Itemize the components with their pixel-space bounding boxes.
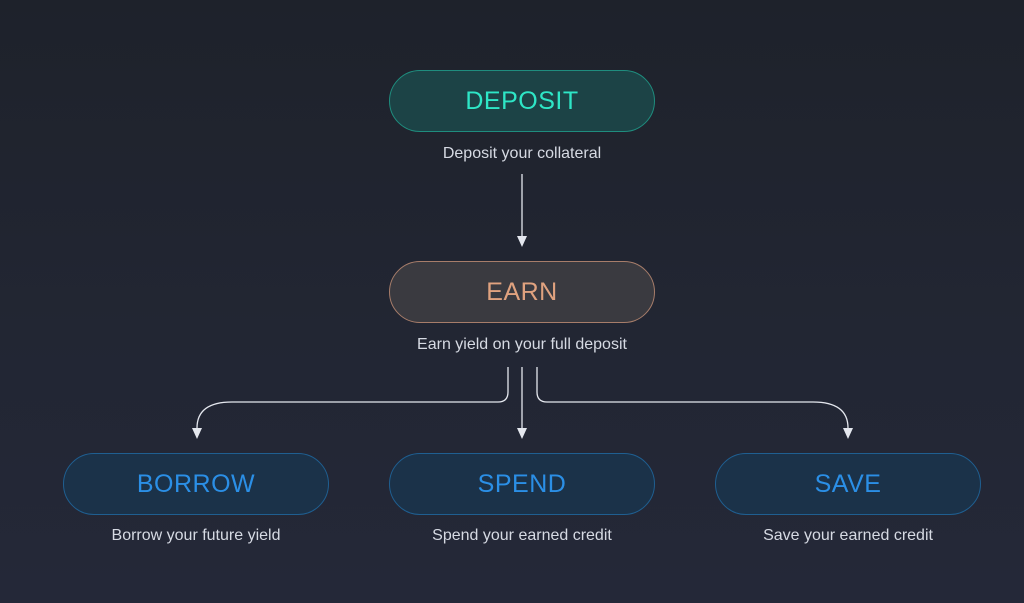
borrow-node: BORROW <box>63 453 329 515</box>
deposit-label: DEPOSIT <box>465 86 579 115</box>
connector-earn-save <box>536 367 849 429</box>
earn-caption: Earn yield on your full deposit <box>417 336 627 353</box>
earn-label: EARN <box>486 277 558 306</box>
arrowhead-borrow <box>192 428 202 439</box>
spend-caption: Spend your earned credit <box>432 527 612 544</box>
connector-earn-borrow <box>196 367 509 429</box>
save-node: SAVE <box>715 453 981 515</box>
save-caption: Save your earned credit <box>763 527 933 544</box>
arrowhead-save <box>843 428 853 439</box>
borrow-caption: Borrow your future yield <box>111 527 281 544</box>
deposit-caption: Deposit your collateral <box>442 145 602 162</box>
borrow-label: BORROW <box>136 469 256 498</box>
arrowhead-spend <box>517 428 527 439</box>
arrowhead-earn <box>517 236 527 247</box>
deposit-node: DEPOSIT <box>389 70 655 132</box>
spend-label: SPEND <box>477 469 567 498</box>
save-label: SAVE <box>814 469 882 498</box>
earn-node: EARN <box>389 261 655 323</box>
spend-node: SPEND <box>389 453 655 515</box>
